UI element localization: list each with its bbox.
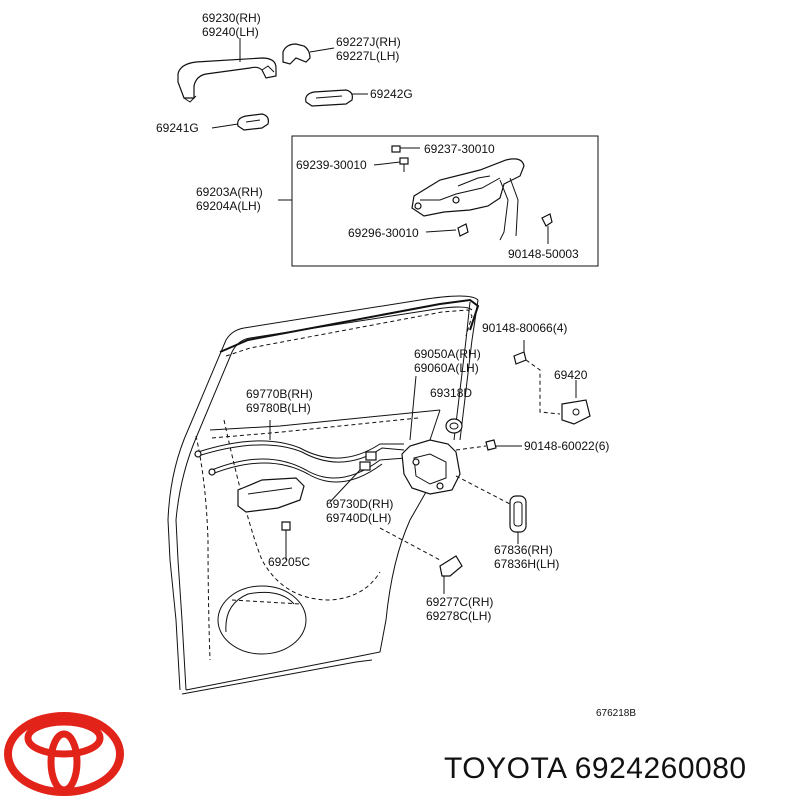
label-90148-60022: 90148-60022(6) — [524, 439, 609, 453]
toyota-logo — [4, 712, 124, 796]
handle-cap — [282, 43, 311, 65]
door-lock — [401, 375, 463, 495]
label-69278c: 69278C(LH) — [426, 609, 491, 623]
label-69318d: 69318D — [430, 386, 472, 400]
cables — [194, 440, 407, 483]
label-90148-50003: 90148-50003 — [508, 247, 579, 261]
label-69740d: 69740D(LH) — [326, 511, 391, 525]
brand-caption: TOYOTA 6924260080 — [444, 752, 747, 785]
label-69420: 69420 — [554, 368, 588, 382]
label-69227l: 69227L(LH) — [336, 49, 399, 63]
label-67836: 67836(RH) — [494, 543, 553, 557]
label-69227j: 69227J(RH) — [336, 35, 401, 49]
striker-plate — [513, 340, 591, 425]
label-69237: 69237-30010 — [424, 142, 495, 156]
outside-handle — [177, 57, 277, 103]
label-69203a: 69203A(RH) — [196, 185, 263, 199]
label-90148-80066: 90148-80066(4) — [482, 321, 567, 335]
label-69060a: 69060A(LH) — [414, 361, 479, 375]
lock-cover — [379, 527, 463, 594]
label-69204a: 69204A(LH) — [196, 199, 261, 213]
label-69239: 69239-30010 — [296, 158, 367, 172]
label-69770b: 69770B(RH) — [246, 387, 313, 401]
label-69242g: 69242G — [370, 87, 413, 101]
label-69050a: 69050A(RH) — [414, 347, 481, 361]
diagram-code: 676218B — [596, 708, 636, 719]
label-69240: 69240(LH) — [202, 25, 259, 39]
inset-frame-box — [278, 135, 599, 267]
label-67836h: 67836H(LH) — [494, 557, 559, 571]
label-69296: 69296-30010 — [348, 226, 419, 240]
label-69780b: 69780B(LH) — [246, 401, 311, 415]
label-69205c: 69205C — [268, 555, 310, 569]
bolt — [455, 439, 522, 451]
seal-grommet — [455, 475, 527, 544]
label-69730d: 69730D(RH) — [326, 497, 393, 511]
label-69277c: 69277C(RH) — [426, 595, 493, 609]
handle-pad-69242g — [305, 89, 353, 107]
label-69230: 69230(RH) — [202, 11, 261, 25]
inside-handle — [237, 477, 305, 548]
label-69241g: 69241G — [156, 121, 199, 135]
part-labels: 69230(RH) 69240(LH) 69227J(RH) 69227L(LH… — [156, 11, 636, 719]
handle-pad-69241g — [237, 113, 269, 131]
